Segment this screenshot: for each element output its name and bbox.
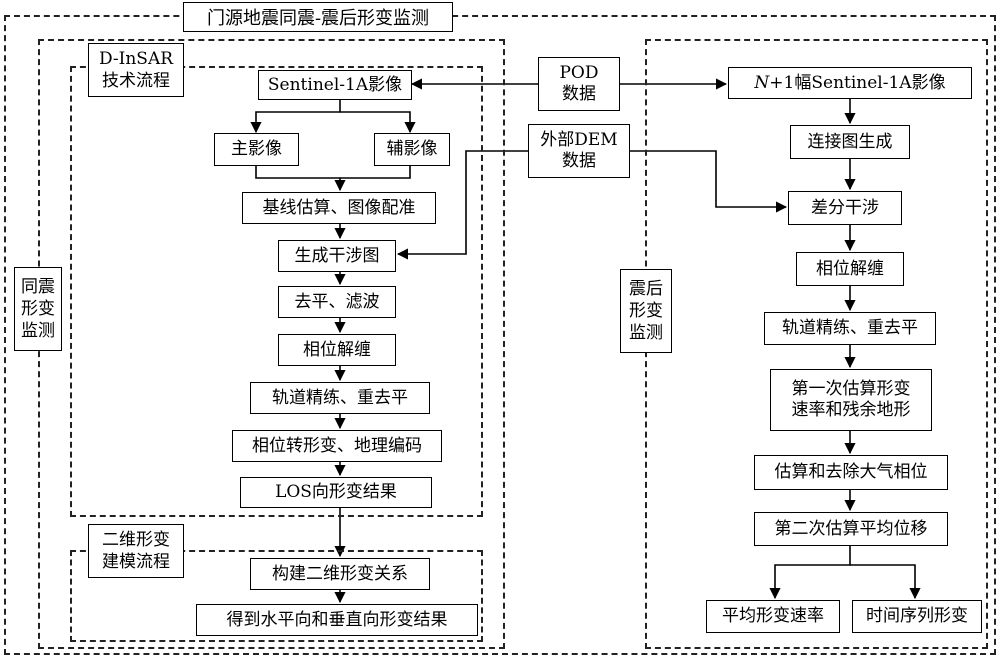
- step-orbit-refine-r: 轨道精练、重去平: [764, 312, 936, 345]
- step-n-sentinel: N+1幅Sentinel-1A影像: [728, 67, 972, 99]
- model-frame: [70, 550, 483, 642]
- arrow-second-split-right: [850, 564, 921, 600]
- dinsar-label: D-InSAR 技术流程: [88, 43, 184, 97]
- step-diff-interf: 差分干涉: [788, 191, 902, 225]
- outer-frame: [4, 15, 996, 655]
- input-pod-data: POD 数据: [538, 57, 620, 111]
- arrow-sentinel-split-right: [340, 111, 416, 134]
- input-dem-data: 外部DEM 数据: [528, 124, 630, 178]
- step-flatten-filter: 去平、滤波: [278, 286, 396, 318]
- step-atmo-removal: 估算和去除大气相位: [754, 455, 948, 490]
- step-slave-image: 辅影像: [374, 133, 450, 166]
- dinsar-frame: [70, 66, 483, 517]
- arrow-sentinel-split: [250, 98, 341, 134]
- arrow-second-split: [769, 546, 851, 600]
- step-time-series: 时间序列形变: [852, 600, 982, 633]
- arrow-master-merge: [255, 165, 346, 192]
- page-title: 门源地震同震-震后形变监测: [183, 2, 453, 32]
- step-mean-rate: 平均形变速率: [706, 600, 840, 633]
- arrow-slave-merge: [340, 165, 411, 179]
- step-master-image: 主影像: [214, 133, 299, 166]
- step-phase-unwrap-r: 相位解缠: [796, 252, 904, 286]
- arrow-dem-diff: [630, 150, 788, 213]
- coseismic-label: 同震 形变 监测: [14, 267, 62, 351]
- step-second-estimate: 第二次估算平均位移: [754, 512, 948, 546]
- step-phase-unwrap: 相位解缠: [278, 334, 396, 366]
- model-label: 二维形变 建模流程: [88, 524, 184, 578]
- step-geocode: 相位转形变、地理编码: [232, 430, 442, 462]
- step-first-estimate: 第一次估算形变 速率和残余地形: [770, 369, 932, 431]
- step-graph: 连接图生成: [790, 125, 910, 159]
- postseismic-label: 震后 形变 监测: [620, 269, 672, 353]
- step-los-result: LOS向形变结果: [240, 477, 432, 508]
- step-orbit-refine: 轨道精练、重去平: [250, 382, 430, 414]
- step-baseline-registration: 基线估算、图像配准: [242, 192, 436, 224]
- step-sentinel: Sentinel-1A影像: [258, 70, 412, 100]
- n-symbol: N: [754, 72, 770, 93]
- step-2d-result: 得到水平向和垂直向形变结果: [196, 604, 478, 636]
- step-build-2d-relation: 构建二维形变关系: [250, 558, 430, 590]
- step-interferogram: 生成干涉图: [278, 240, 396, 272]
- arrow-dem-interf: [396, 150, 528, 260]
